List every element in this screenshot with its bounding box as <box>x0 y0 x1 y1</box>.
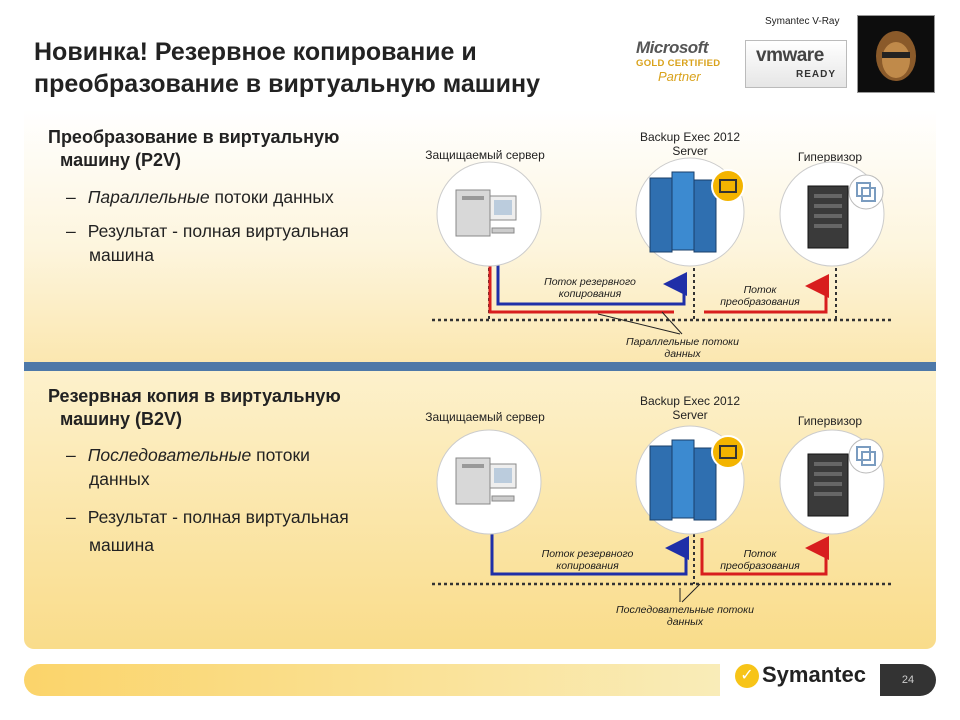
title-line-1: Новинка! Резервное копирование и <box>34 38 477 66</box>
b2v-server-icon <box>455 457 517 505</box>
b2v-database-badge-icon <box>711 435 745 469</box>
top-label: Symantec V-Ray <box>765 16 840 27</box>
b2v-heading: Резервная копия в виртуальную машину (B2… <box>48 386 341 429</box>
p2v-server-label: Защищаемый сервер <box>425 148 545 162</box>
vmware-ready-logo: vmware READY <box>745 40 847 88</box>
b2v-convert-flow-arrow <box>700 536 829 576</box>
p2v-convert-flow-left <box>488 262 674 314</box>
p2v-convert-flow-arrow <box>704 274 829 314</box>
symantec-logo: ✓Symantec <box>735 662 866 689</box>
p2v-bullet-2: –Результат - полная виртуальная машина <box>66 221 349 265</box>
p2v-heading: Преобразование в виртуальную машину (P2V… <box>48 127 340 170</box>
slide-title: Новинка! Резервное копирование и преобра… <box>34 36 614 100</box>
b2v-hypervisor-label: Гипервизор <box>797 414 863 428</box>
title-line-2: преобразование в виртуальную машину <box>34 70 540 98</box>
p2v-note-pointer-1 <box>597 313 681 335</box>
p2v-hypervisor-label: Гипервизор <box>797 150 863 164</box>
portrait-icon <box>876 31 916 81</box>
p2v-server-icon <box>455 189 517 237</box>
p2v-bullet-1: –Параллельные потоки данных <box>66 187 334 207</box>
page-number: 24 <box>880 664 936 696</box>
microsoft-partner-logo: Microsoft GOLD CERTIFIED Partner <box>636 38 721 84</box>
p2v-hypervisor-icon <box>807 185 849 249</box>
section-divider <box>24 362 936 371</box>
b2v-note-pointer-2 <box>681 583 701 603</box>
p2v-database-badge-icon <box>711 169 745 203</box>
b2v-bullet-1: –Последовательные потоки данных <box>66 445 310 489</box>
b2v-hypervisor-icon <box>807 453 849 517</box>
p2v-vm-badge-icon <box>848 174 884 210</box>
b2v-vm-badge-icon <box>848 438 884 474</box>
b2v-backup-server-icon <box>649 439 717 521</box>
b2v-backup-flow-arrow <box>490 528 689 576</box>
p2v-backup-server-icon <box>649 171 717 253</box>
checkmark-icon: ✓ <box>735 664 759 689</box>
presenter-photo <box>857 15 935 93</box>
b2v-server-label: Защищаемый сервер <box>425 410 545 424</box>
footer-bar <box>24 664 720 696</box>
p2v-backup-flow-arrow <box>496 262 687 306</box>
p2v-note-pointer-2 <box>661 311 683 335</box>
b2v-bullet-2: –Результат - полная виртуальная машина <box>66 507 349 555</box>
